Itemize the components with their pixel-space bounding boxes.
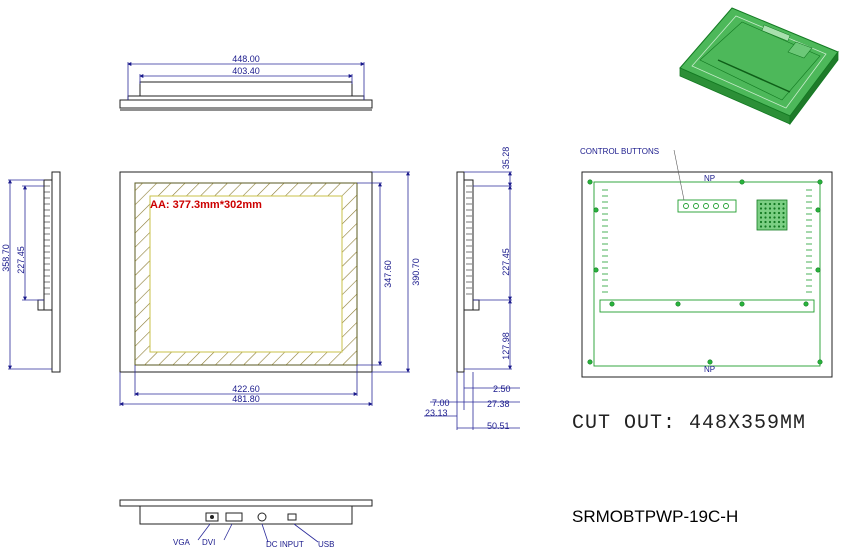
screw xyxy=(803,301,809,307)
fan-hole xyxy=(777,202,781,206)
control-button-knobs xyxy=(683,203,729,209)
screw xyxy=(587,359,593,365)
side-top-offset: 35.28 xyxy=(501,147,511,170)
rear-top-tiny: NP xyxy=(704,174,715,183)
fan-hole xyxy=(773,220,776,224)
screw xyxy=(609,301,615,307)
top-view: 448.00 403.40 xyxy=(119,54,373,111)
screw xyxy=(815,267,821,273)
bottom-view: VGA DVI DC INPUT USB xyxy=(119,499,373,549)
fan-hole xyxy=(768,207,772,210)
rear-screws xyxy=(587,179,823,365)
fan-hole xyxy=(764,207,767,210)
fan-hole xyxy=(759,207,763,210)
fan-hole xyxy=(777,225,781,228)
front-inner-height: 347.60 xyxy=(383,260,393,288)
side-depth-5: 23.13 xyxy=(425,408,448,418)
front-outer-height: 390.70 xyxy=(411,258,421,286)
fan-hole xyxy=(777,207,781,210)
side-bottom-offset: 127.98 xyxy=(501,332,511,360)
fan-hole xyxy=(777,211,781,215)
fan-grille xyxy=(756,199,788,231)
top-inner-width: 403.40 xyxy=(232,66,260,76)
right-vent-ticks xyxy=(466,185,472,295)
fan-hole xyxy=(759,216,763,219)
fan-hole xyxy=(773,225,776,228)
screw xyxy=(593,267,599,273)
rear-vent-slots xyxy=(602,189,812,293)
fan-hole xyxy=(764,220,767,224)
left-side-view: 358.70 227.45 xyxy=(1,171,61,373)
fan-hole xyxy=(759,211,763,215)
active-area-label: AA: 377.3mm*302mm xyxy=(150,199,262,211)
front-inner-width: 422.60 xyxy=(232,384,260,394)
fan-hole xyxy=(768,202,772,206)
fan-hole xyxy=(782,216,785,219)
fan-hole xyxy=(782,225,785,228)
fan-hole xyxy=(768,211,772,215)
fan-hole xyxy=(764,216,767,219)
screw xyxy=(593,207,599,213)
screw xyxy=(739,301,745,307)
port-usb-label: USB xyxy=(318,540,334,549)
fan-hole xyxy=(782,220,785,224)
left-vent-ticks xyxy=(44,185,50,295)
fan-hole xyxy=(782,207,785,210)
front-view: AA: 377.3mm*302mm 347.60 390.70 422.60 4… xyxy=(119,171,421,406)
fan-hole xyxy=(759,202,763,206)
side-depth-1: 2.50 xyxy=(493,384,511,394)
fan-hole xyxy=(764,225,767,228)
screw xyxy=(817,359,823,365)
fan-hole xyxy=(773,202,776,206)
side-depth-2: 27.38 xyxy=(487,399,510,409)
isometric-view xyxy=(679,7,839,126)
model-number: SRMOBTPWP-19C-H xyxy=(572,507,738,526)
fan-hole xyxy=(777,220,781,224)
port-dc-input-label: DC INPUT xyxy=(266,540,304,549)
screw xyxy=(739,179,745,185)
fan-hole xyxy=(768,220,772,224)
fan-hole xyxy=(773,211,776,215)
left-inner-height: 227.45 xyxy=(16,246,26,274)
screw xyxy=(817,179,823,185)
screw xyxy=(587,179,593,185)
fan-hole xyxy=(759,220,763,224)
top-overall-width: 448.00 xyxy=(232,54,260,64)
screw xyxy=(815,207,821,213)
fan-hole xyxy=(773,207,776,210)
side-depth-4: 7.00 xyxy=(432,398,450,408)
screw xyxy=(675,301,681,307)
fan-hole xyxy=(764,202,767,206)
rear-bottom-tiny: NP xyxy=(704,365,715,374)
left-overall-height: 358.70 xyxy=(1,244,11,272)
side-mid-height: 227.45 xyxy=(501,248,511,276)
port-dvi-label: DVI xyxy=(202,538,215,547)
front-outer-width: 481.80 xyxy=(232,394,260,404)
cutout-label: CUT OUT: 448X359MM xyxy=(572,412,806,435)
fan-hole xyxy=(777,216,781,219)
control-buttons-label: CONTROL BUTTONS xyxy=(580,147,659,156)
fan-hole xyxy=(764,211,767,215)
screw xyxy=(707,359,713,365)
fan-hole xyxy=(782,211,785,215)
fan-hole xyxy=(768,225,772,228)
port-vga-label: VGA xyxy=(173,538,191,547)
fan-hole xyxy=(768,216,772,219)
rear-view: CONTROL BUTTONS NP NP xyxy=(580,147,833,378)
side-depth-3: 50.51 xyxy=(487,421,510,431)
fan-hole xyxy=(759,225,763,228)
fan-hole xyxy=(773,216,776,219)
fan-hole xyxy=(782,202,785,206)
right-side-view: 35.28 227.45 127.98 2.50 27.38 7.00 23.1… xyxy=(424,147,520,431)
